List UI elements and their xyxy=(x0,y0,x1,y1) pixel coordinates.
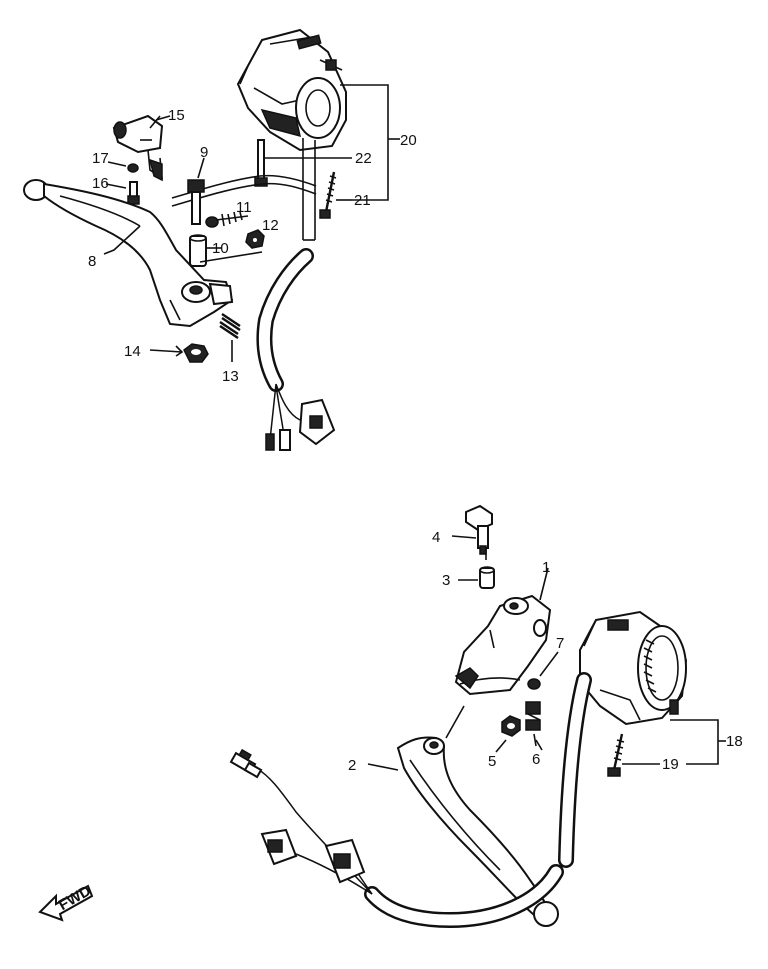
nut-5 xyxy=(495,715,521,753)
screw-22 xyxy=(254,139,352,187)
label-18: 18 xyxy=(726,733,743,750)
switch-housing-upper xyxy=(236,28,347,152)
leader-lines xyxy=(103,115,543,771)
label-16: 16 xyxy=(92,175,109,192)
part-labels: 20 22 21 15 9 17 16 11 12 10 8 14 13 4 3… xyxy=(88,107,743,774)
label-15: 15 xyxy=(168,107,185,124)
lever-bracket-1 xyxy=(454,567,552,696)
label-2: 2 xyxy=(348,757,356,774)
label-14: 14 xyxy=(124,343,141,360)
switch-housing-lower xyxy=(579,610,688,726)
nut-7 xyxy=(527,651,559,690)
bottom-assembly xyxy=(229,504,726,929)
screw-19 xyxy=(607,733,660,777)
wire-connector-bottom-b xyxy=(324,838,366,884)
wire-connector-bottom-a xyxy=(260,828,298,866)
bolt-9 xyxy=(187,157,205,225)
label-6: 6 xyxy=(532,751,540,768)
label-4: 4 xyxy=(432,529,440,546)
label-17: 17 xyxy=(92,150,109,167)
label-9: 9 xyxy=(200,144,208,161)
label-1: 1 xyxy=(542,559,550,576)
spring-13 xyxy=(219,313,241,362)
nut-14 xyxy=(149,343,209,363)
brake-lever-2 xyxy=(396,705,559,927)
label-11: 11 xyxy=(236,199,252,216)
clutch-switch-15 xyxy=(112,114,171,182)
screw-16 xyxy=(105,181,140,205)
label-5: 5 xyxy=(488,753,496,770)
label-7: 7 xyxy=(556,635,564,652)
screw-6 xyxy=(525,701,541,747)
label-12: 12 xyxy=(262,217,279,234)
pivot-bolt-4 xyxy=(451,504,493,555)
nut-17 xyxy=(107,161,139,173)
wire-terminals xyxy=(229,748,263,779)
nut-12 xyxy=(245,229,265,249)
label-3: 3 xyxy=(442,572,450,589)
label-13: 13 xyxy=(222,368,239,385)
label-19: 19 xyxy=(662,756,679,773)
bushing-10 xyxy=(189,234,222,267)
top-assembly xyxy=(23,28,400,451)
label-22: 22 xyxy=(355,150,372,167)
bushing-3 xyxy=(458,566,495,589)
wire-connector-top xyxy=(298,398,336,446)
clutch-lever-8 xyxy=(23,179,263,328)
label-21: 21 xyxy=(354,192,371,209)
screw-21 xyxy=(319,171,352,219)
label-10: 10 xyxy=(212,240,229,257)
fwd-arrow-icon: FWD xyxy=(38,882,94,922)
screw-11 xyxy=(205,211,249,228)
label-20: 20 xyxy=(400,132,417,149)
label-8: 8 xyxy=(88,253,96,270)
